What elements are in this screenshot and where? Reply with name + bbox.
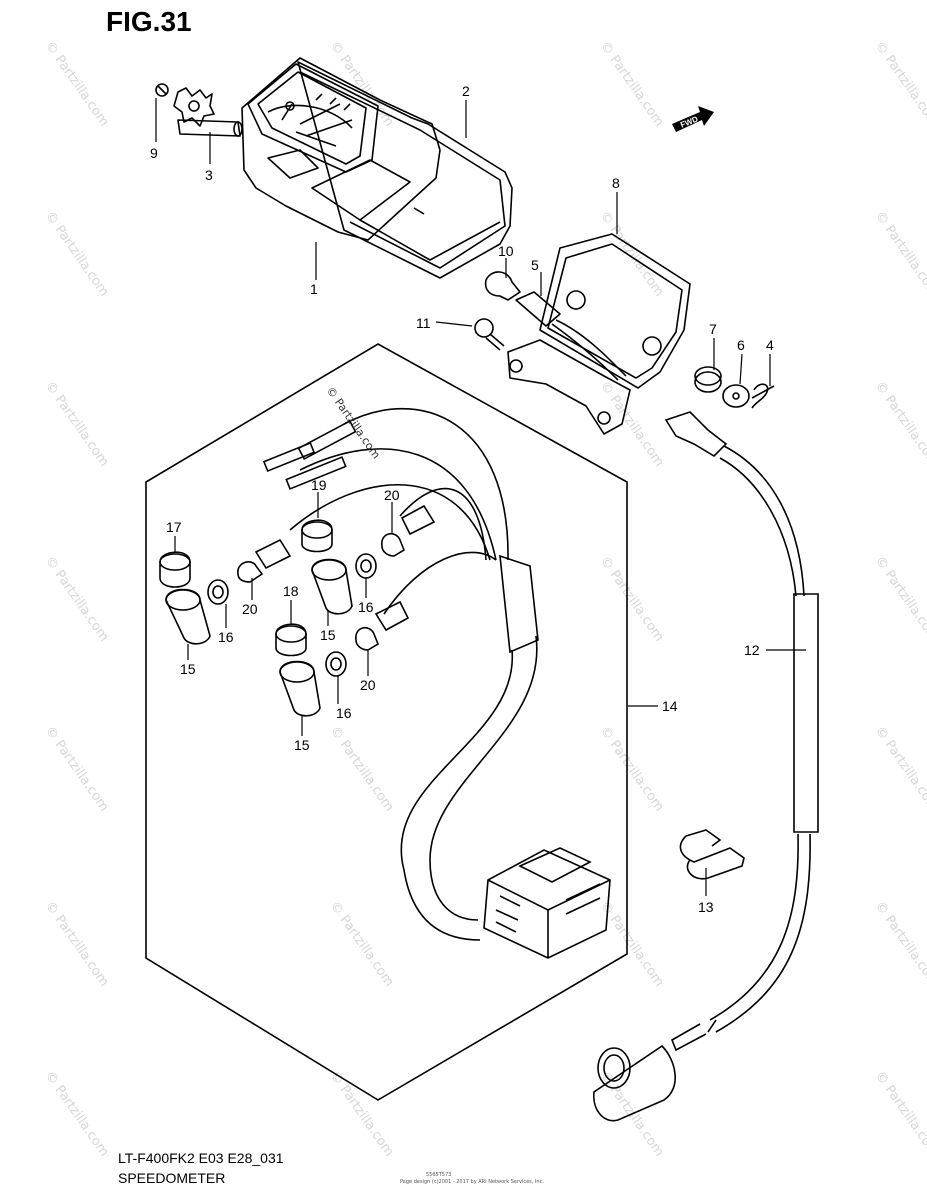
watermark: © Partzilla.com [597, 554, 667, 645]
watermark: © Partzilla.com [872, 39, 927, 130]
callout-5: 5 [531, 257, 539, 273]
figure-title: FIG.31 [106, 6, 192, 37]
section-name: SPEEDOMETER [118, 1170, 226, 1186]
callout-15-left: 15 [180, 661, 196, 677]
callout-6: 6 [737, 337, 745, 353]
wire-watermark: © Partzilla.com [324, 384, 383, 461]
watermark: © Partzilla.com [327, 724, 397, 815]
model-code: LT-F400FK2 E03 E28_031 [118, 1150, 284, 1166]
watermark: © Partzilla.com [872, 899, 927, 990]
harness-components [159, 504, 436, 717]
footer-ref: 5565T573 [426, 1172, 452, 1178]
watermark: © Partzilla.com [597, 39, 667, 130]
fwd-label: FWD [679, 114, 699, 129]
speedometer-assembly [155, 57, 513, 279]
callout-15-low: 15 [294, 737, 310, 753]
harness-box [145, 343, 628, 1101]
watermark: © Partzilla.com [42, 39, 112, 130]
watermark: © Partzilla.com [597, 379, 667, 470]
callout-13: 13 [698, 899, 714, 915]
callout-17: 17 [166, 519, 182, 535]
footer-copyright: Page design (c)2001 - 2017 by ARI Networ… [400, 1179, 544, 1185]
callout-12: 12 [744, 642, 760, 658]
callout-16-low: 16 [336, 705, 352, 721]
callout-labels: 1 2 3 4 5 6 7 8 9 10 11 12 13 14 15 15 1… [150, 83, 774, 915]
callout-20-left: 20 [242, 601, 258, 617]
watermark: © Partzilla.com [872, 209, 927, 300]
callout-20-low: 20 [360, 677, 376, 693]
watermark: © Partzilla.com [597, 209, 667, 300]
callout-1: 1 [310, 281, 318, 297]
watermark: © Partzilla.com [42, 899, 112, 990]
callout-3: 3 [205, 167, 213, 183]
watermark: © Partzilla.com [872, 724, 927, 815]
wiring-harness [262, 408, 611, 959]
callout-11: 11 [416, 315, 431, 331]
callout-2: 2 [462, 83, 470, 99]
cable-clamp [679, 829, 745, 880]
watermark: © Partzilla.com [42, 724, 112, 815]
fwd-arrow-icon: FWD [672, 106, 714, 132]
bracket-assembly [474, 233, 691, 435]
callout-15-mid: 15 [320, 627, 336, 643]
watermark: © Partzilla.com [872, 554, 927, 645]
watermark: © Partzilla.com [42, 379, 112, 470]
watermark: © Partzilla.com [42, 554, 112, 645]
watermark: © Partzilla.com [327, 899, 397, 990]
callout-10: 10 [498, 243, 514, 259]
watermark: © Partzilla.com [597, 724, 667, 815]
callout-16-mid: 16 [358, 599, 374, 615]
small-hardware [694, 366, 775, 409]
speedometer-cable [593, 411, 819, 1122]
callout-9: 9 [150, 145, 158, 161]
callout-8: 8 [612, 175, 620, 191]
leader-lines [155, 98, 806, 896]
watermark: © Partzilla.com [327, 1069, 397, 1160]
watermark: © Partzilla.com [872, 379, 927, 470]
callout-18: 18 [283, 583, 299, 599]
watermark: © Partzilla.com [42, 1069, 112, 1160]
watermark: © Partzilla.com [42, 209, 112, 300]
callout-14: 14 [662, 698, 678, 714]
callout-20-mid: 20 [384, 487, 400, 503]
watermark: © Partzilla.com [872, 1069, 927, 1160]
callout-4: 4 [766, 337, 774, 353]
callout-7: 7 [709, 321, 717, 337]
callout-16-left: 16 [218, 629, 234, 645]
callout-19: 19 [311, 477, 327, 493]
